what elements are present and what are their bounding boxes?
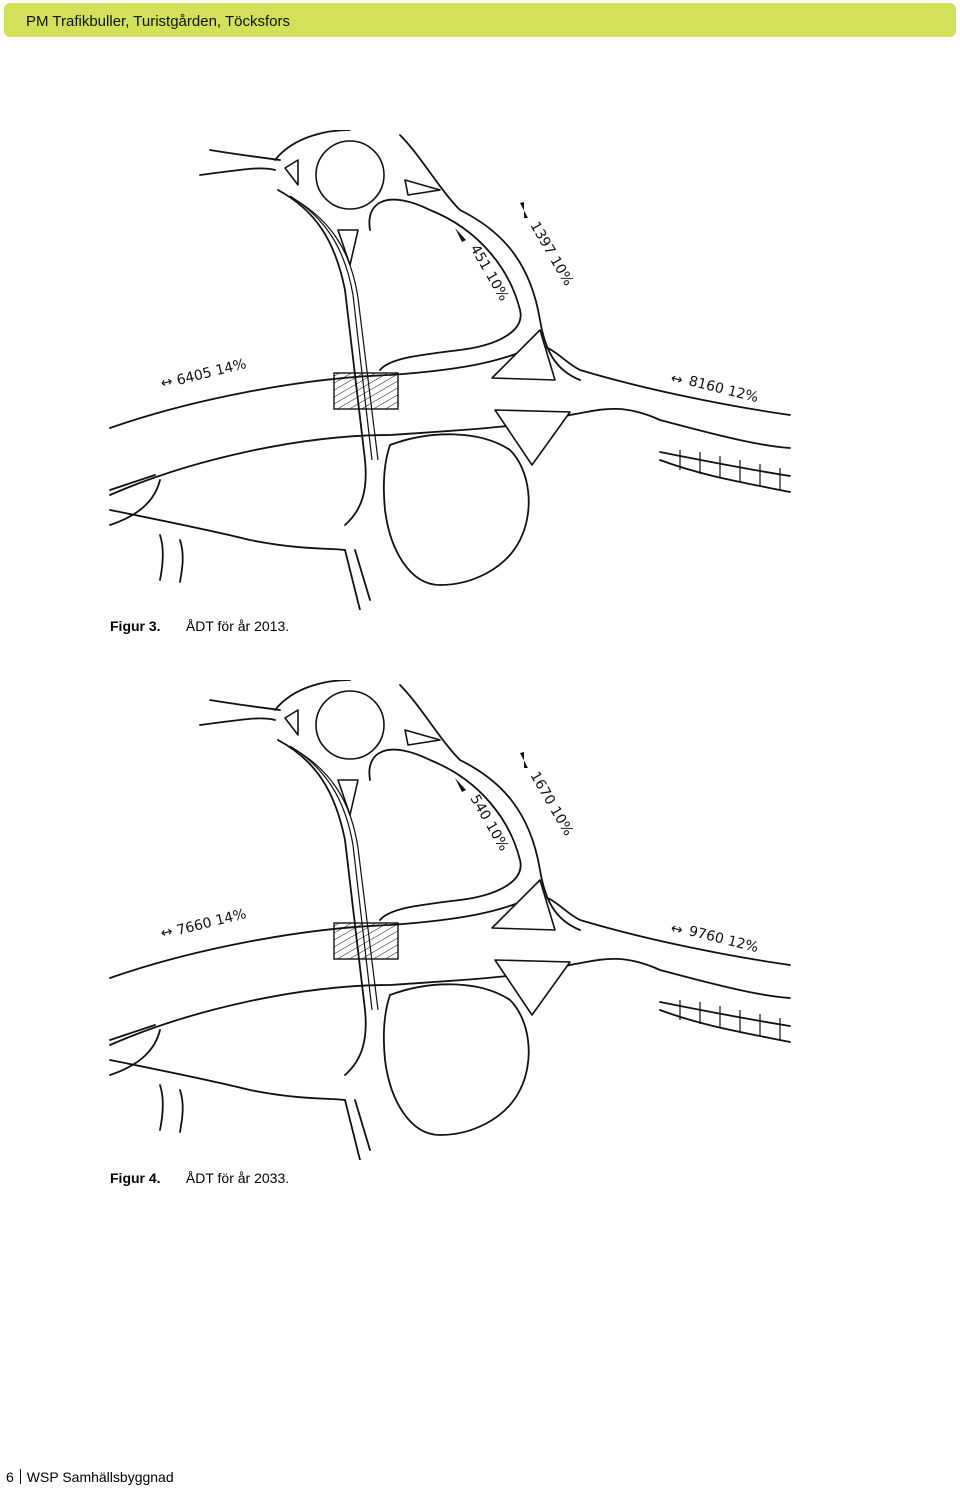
island-ramp-upper bbox=[491, 879, 556, 931]
loop-ramp-upper bbox=[368, 198, 522, 371]
southwest-road bbox=[109, 474, 161, 526]
arrow-ramp-north bbox=[520, 202, 528, 218]
traffic-label-west: 6405 14% bbox=[175, 356, 248, 389]
west-ramp-outer bbox=[277, 739, 367, 1076]
figure-number-3: Figur 3. bbox=[110, 618, 161, 634]
guard-rail-top bbox=[659, 451, 791, 477]
traffic-label-east: 9760 12% bbox=[687, 923, 760, 956]
arrow-ramp-inner bbox=[455, 778, 466, 792]
interchange-drawing-2033: 7660 14% ↔ 9760 12% ↔ 1670 10% 540 10% bbox=[109, 680, 791, 1160]
west-ramp-outer bbox=[277, 189, 367, 526]
arrow-ramp-north bbox=[520, 752, 528, 768]
roundabout-outer-ring bbox=[274, 130, 581, 381]
guard-rail-top bbox=[659, 1001, 791, 1027]
main-road-south-edge bbox=[109, 407, 791, 496]
traffic-label-east: 8160 12% bbox=[687, 373, 760, 406]
north-approach-edge bbox=[199, 717, 276, 726]
footer-company: WSP Samhällsbyggnad bbox=[26, 1469, 174, 1485]
island-north bbox=[284, 159, 299, 186]
bridge-hatch bbox=[333, 372, 399, 410]
loop-ramp-lower bbox=[382, 433, 530, 586]
figure-caption-text-3: ÅDT för år 2013. bbox=[185, 618, 290, 634]
bridge-hatch bbox=[333, 922, 399, 960]
figure-caption-4: Figur 4. ÅDT för år 2033. bbox=[110, 1170, 289, 1186]
south-approach-road bbox=[344, 549, 371, 610]
loop-ramp-upper bbox=[368, 748, 522, 921]
island-east bbox=[404, 729, 441, 746]
island-ramp-lower bbox=[494, 409, 571, 466]
traffic-map-2013: 6405 14% ↔ 8160 12% ↔ 1397 10% 451 10% bbox=[100, 130, 800, 610]
main-road-south-edge bbox=[109, 957, 791, 1046]
traffic-label-ramp-north: 1397 10% bbox=[527, 219, 576, 289]
island-ramp-upper bbox=[491, 329, 556, 381]
arrow-west-glyph: ↔ bbox=[159, 373, 175, 391]
south-frontage-road bbox=[109, 1059, 346, 1101]
north-approach-road bbox=[209, 149, 281, 161]
figure-number-4: Figur 4. bbox=[110, 1170, 161, 1186]
traffic-label-ramp-north: 1670 10% bbox=[527, 769, 576, 839]
traffic-label-west: 7660 14% bbox=[175, 906, 248, 939]
roundabout-outer-ring bbox=[274, 680, 581, 931]
south-side-road bbox=[159, 534, 184, 583]
label-west: 6405 14% bbox=[175, 356, 248, 389]
island-north bbox=[284, 709, 299, 736]
arrow-east-glyph: ↔ bbox=[669, 370, 685, 388]
island-ramp-lower bbox=[494, 959, 571, 1016]
southwest-road bbox=[109, 1024, 161, 1076]
arrow-east-glyph: ↔ bbox=[669, 920, 685, 938]
figure-caption-text-4: ÅDT för år 2033. bbox=[185, 1170, 290, 1186]
header-bar: PM Trafikbuller, Turistgården, Töcksfors bbox=[4, 3, 956, 37]
roundabout-center bbox=[315, 690, 385, 760]
page-footer: 6 WSP Samhällsbyggnad bbox=[6, 1469, 174, 1485]
south-side-road bbox=[159, 1084, 184, 1133]
loop-ramp-lower bbox=[382, 983, 530, 1136]
guard-rail-ticks bbox=[679, 1000, 781, 1040]
north-approach-road bbox=[209, 699, 281, 711]
west-ramp-inner-2 bbox=[295, 199, 379, 461]
footer-divider bbox=[19, 1469, 21, 1484]
arrow-west-glyph: ↔ bbox=[159, 923, 175, 941]
island-east bbox=[404, 179, 441, 196]
traffic-map-2033: 7660 14% ↔ 9760 12% ↔ 1670 10% 540 10% bbox=[100, 680, 800, 1160]
interchange-drawing-2013: 6405 14% ↔ 8160 12% ↔ 1397 10% 451 10% bbox=[109, 130, 791, 610]
arrow-ramp-inner bbox=[455, 228, 466, 242]
roundabout-center bbox=[315, 140, 385, 210]
island-west bbox=[337, 779, 359, 816]
guard-rail-bottom bbox=[659, 459, 791, 493]
south-frontage-road bbox=[109, 509, 346, 551]
guard-rail-bottom bbox=[659, 1009, 791, 1043]
south-approach-road bbox=[344, 1099, 371, 1160]
west-ramp-inner-2 bbox=[295, 749, 379, 1011]
island-west bbox=[337, 229, 359, 266]
guard-rail-ticks bbox=[679, 450, 781, 490]
document-title: PM Trafikbuller, Turistgården, Töcksfors bbox=[26, 13, 290, 30]
north-approach-edge bbox=[199, 167, 276, 176]
figure-caption-3: Figur 3. ÅDT för år 2013. bbox=[110, 618, 289, 634]
page-number: 6 bbox=[6, 1469, 14, 1485]
